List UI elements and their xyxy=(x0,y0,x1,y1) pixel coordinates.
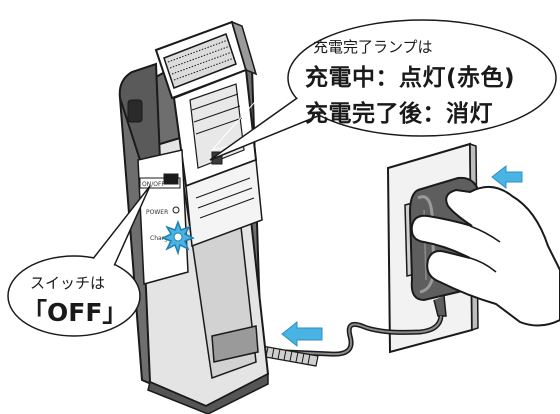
lamp-callout-heading: 充電完了ランプは xyxy=(313,38,433,56)
onoff-label: ON/OFF xyxy=(142,181,165,188)
lamp-callout-charged: 充電完了後：消灯 xyxy=(305,101,493,127)
lamp-callout-charging: 充電中：点灯(赤色) xyxy=(305,65,516,91)
switch-callout-value: 「OFF」 xyxy=(22,298,128,327)
lamp-callout-bubble xyxy=(209,19,557,161)
charge-label: Charge xyxy=(150,235,172,242)
control-panel: ON/OFF POWER Charge xyxy=(137,149,189,285)
switch-callout-bubble xyxy=(7,185,151,337)
push-arrow-outlet xyxy=(491,164,523,190)
hand xyxy=(410,185,560,327)
power-label: POWER xyxy=(146,209,168,216)
switch-callout-heading: スイッチは xyxy=(30,274,106,292)
charge-lamp-glow xyxy=(161,219,195,256)
push-arrow-plug xyxy=(281,320,323,348)
